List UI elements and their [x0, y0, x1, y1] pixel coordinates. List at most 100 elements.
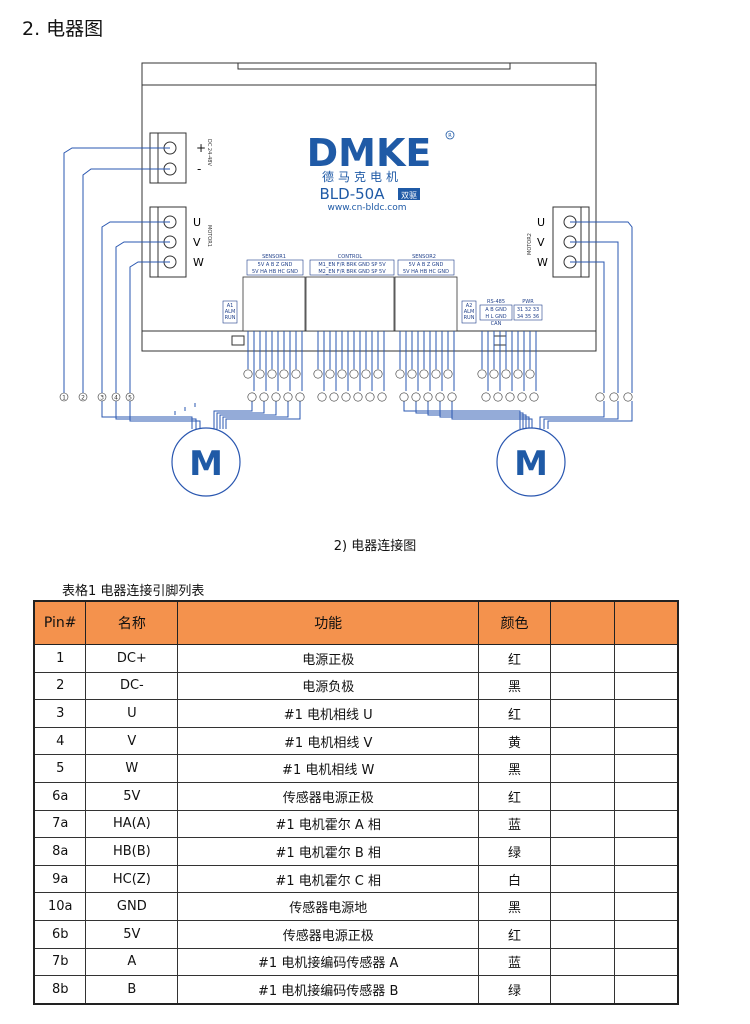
- cell-function: #1 电机相线 V: [177, 726, 480, 756]
- cell-empty: [549, 781, 615, 811]
- sensor1-title: SENSOR1: [262, 254, 286, 260]
- terminal-pin: [595, 392, 605, 402]
- power-plus: +: [196, 141, 206, 155]
- terminal-pin: [361, 369, 371, 379]
- cell-color: 红: [478, 699, 551, 728]
- terminal-pin: [407, 369, 417, 379]
- terminal-pin: [399, 392, 409, 402]
- terminal-pin: [317, 392, 327, 402]
- wire: [129, 401, 201, 429]
- cell-empty: [613, 726, 679, 756]
- cell-pin: 3: [33, 699, 87, 728]
- terminal-pin: [337, 369, 347, 379]
- cell-function: 电源正极: [177, 644, 480, 673]
- wire: [543, 401, 619, 429]
- cell-empty: [613, 671, 679, 701]
- cell-empty: [549, 975, 615, 1005]
- wire: [219, 401, 277, 429]
- terminal-pin: [529, 392, 539, 402]
- cell-color: 红: [478, 919, 551, 949]
- terminal-pin: [259, 392, 269, 402]
- power-minus: -: [197, 162, 201, 176]
- brand-logo: DMKE R 德马克电机 BLD-50A 双驱 www.cn-bldc.com: [307, 130, 455, 213]
- terminal-pin: [411, 392, 421, 402]
- header-extra-2: [613, 600, 679, 645]
- rs485-title: RS-485: [487, 299, 505, 305]
- wire: [82, 168, 170, 393]
- cell-color: 红: [478, 644, 551, 673]
- terminal-pin: [291, 369, 301, 379]
- motor2-symbol: M: [514, 444, 548, 484]
- motor1-symbol: M: [189, 444, 223, 484]
- sensor2-row1: 5V A B Z GND: [409, 262, 444, 268]
- cell-color: 绿: [478, 975, 551, 1005]
- bottom-pin-label-1: 1: [62, 395, 66, 402]
- power-connector: + - DC 24-48V: [149, 132, 212, 184]
- wire: [225, 401, 301, 429]
- terminal-pin: [493, 392, 503, 402]
- wire: [415, 401, 524, 429]
- left-alm-a: A1: [227, 303, 234, 309]
- table-title: 表格1 电器连接引脚列表: [62, 584, 205, 599]
- cell-empty: [549, 864, 615, 894]
- cell-name: DC+: [85, 644, 179, 673]
- cell-function: #1 电机接编码传感器 B: [177, 975, 480, 1005]
- terminal-pin: [443, 369, 453, 379]
- wire: [222, 401, 289, 429]
- wires: [63, 147, 633, 429]
- cell-name: 5V: [85, 781, 179, 811]
- cell-empty: [549, 837, 615, 866]
- cell-name: GND: [85, 892, 179, 921]
- terminal-pin: [313, 369, 323, 379]
- cell-empty: [549, 644, 615, 673]
- cell-pin: 4: [33, 726, 87, 756]
- bottom-pin-label-4: 4: [114, 395, 118, 402]
- wire: [427, 401, 527, 429]
- header-function: 功能: [177, 600, 480, 645]
- cell-pin: 7b: [33, 947, 87, 977]
- cell-name: 5V: [85, 919, 179, 949]
- header-color: 颜色: [478, 600, 551, 645]
- cell-empty: [549, 892, 615, 921]
- power-label: DC 24-48V: [206, 139, 212, 166]
- wire: [570, 241, 619, 393]
- wire: [547, 401, 633, 429]
- rs485-row2: H L GND: [485, 314, 506, 320]
- terminal-pin: [271, 392, 281, 402]
- wire: [213, 401, 253, 429]
- cell-empty: [549, 809, 615, 839]
- motor2-w-label: W: [537, 256, 548, 269]
- sensor2-row2: 5V HA HB HC GND: [403, 269, 449, 275]
- cell-color: 黑: [478, 892, 551, 921]
- terminal-pin: [325, 369, 335, 379]
- cell-empty: [613, 947, 679, 977]
- cell-pin: 6b: [33, 919, 87, 949]
- cell-function: #1 电机霍尔 B 相: [177, 837, 480, 866]
- terminal-pin: [609, 392, 619, 402]
- cell-empty: [613, 699, 679, 728]
- terminal-pin: [377, 392, 387, 402]
- right-alm-c: RUN: [464, 315, 475, 321]
- terminal-pin: [501, 369, 511, 379]
- cell-pin: 8a: [33, 837, 87, 866]
- cell-color: 蓝: [478, 809, 551, 839]
- terminal-pin: [283, 392, 293, 402]
- terminal-pin: [373, 369, 383, 379]
- model-tag: 双驱: [401, 191, 417, 200]
- terminal-pin: [517, 392, 527, 402]
- pwr-row2: 34 35 36: [517, 314, 539, 320]
- terminal-pin: [423, 392, 433, 402]
- control-row2: M2_EN F/R BRK GND SP 5V: [318, 269, 386, 275]
- table-header-row: Pin# 名称 功能 颜色: [33, 600, 679, 645]
- cell-pin: 10a: [33, 892, 87, 921]
- cell-name: U: [85, 699, 179, 728]
- terminal-pin: [505, 392, 515, 402]
- website: www.cn-bldc.com: [328, 203, 407, 213]
